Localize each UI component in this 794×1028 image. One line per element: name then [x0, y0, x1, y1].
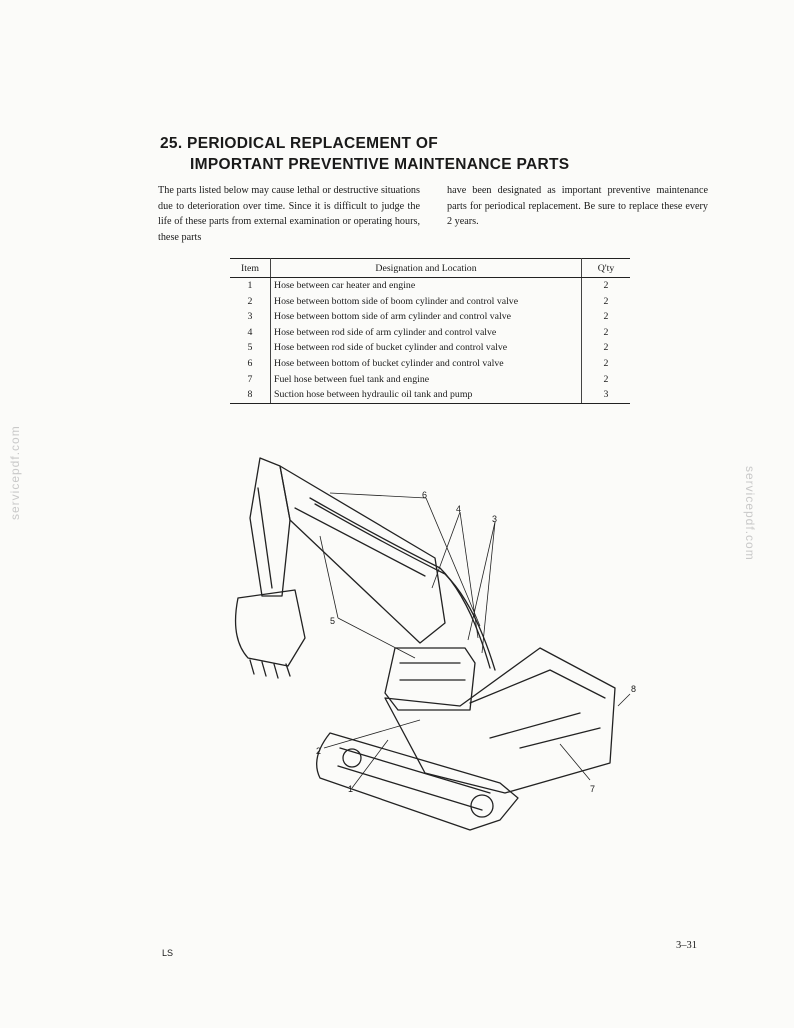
boom-outline: [279, 465, 446, 644]
section-title-line2: IMPORTANT PREVENTIVE MAINTENANCE PARTS: [190, 156, 570, 173]
cab-outline: [384, 647, 476, 711]
cell-designation: Suction hose between hydraulic oil tank …: [270, 387, 582, 404]
track-detail: [337, 747, 491, 811]
cell-designation: Hose between car heater and engine: [270, 277, 582, 294]
upper-structure: [384, 647, 616, 794]
header-designation: Designation and Location: [270, 258, 582, 278]
leader-8: [617, 693, 631, 707]
table-row: 1 Hose between car heater and engine 2: [230, 277, 630, 294]
hose-line-a: [309, 497, 491, 669]
table-row: 2 Hose between bottom side of boom cylin…: [230, 293, 630, 310]
cell-item: 5: [230, 340, 271, 356]
cell-qty: 2: [603, 342, 609, 354]
leader-4a: [431, 511, 461, 589]
leader-3b: [481, 521, 496, 654]
cell-designation: Hose between rod side of bucket cylinder…: [270, 340, 582, 356]
track-outline: [316, 732, 519, 831]
cell-designation: Hose between bottom side of boom cylinde…: [270, 293, 582, 310]
cell-qty: 2: [603, 311, 609, 323]
leader-3a: [467, 521, 496, 641]
cell-designation: Hose between bottom of bucket cylinder a…: [270, 355, 582, 372]
cell-designation: Fuel hose between fuel tank and engine: [270, 371, 582, 388]
leader-7: [559, 743, 591, 781]
leader-5a: [337, 617, 416, 659]
watermark-right: servicepdf.com: [743, 466, 757, 561]
leader-1: [351, 739, 389, 789]
callout-5: 5: [330, 616, 335, 626]
cell-item: 6: [230, 355, 271, 372]
table-row: 5 Hose between rod side of bucket cylind…: [230, 340, 630, 356]
cell-qty: 2: [603, 373, 609, 385]
callout-4: 4: [456, 504, 461, 514]
section-title-line1: 25. PERIODICAL REPLACEMENT OF: [160, 135, 438, 152]
intro-right-column: have been designated as important preven…: [447, 185, 708, 227]
cell-qty: 2: [603, 280, 609, 291]
cell-qty: 2: [603, 295, 609, 307]
table-row: 6 Hose between bottom of bucket cylinder…: [230, 355, 630, 372]
excavator-diagram: 1 2 3 4 5 6 7 8: [234, 457, 636, 831]
page-number: 3–31: [676, 940, 697, 951]
cell-item: 7: [230, 371, 271, 388]
callout-7: 7: [590, 784, 595, 794]
leader-4b: [459, 511, 479, 639]
table-row: 8 Suction hose between hydraulic oil tan…: [230, 387, 630, 404]
cell-designation: Hose between rod side of arm cylinder an…: [270, 324, 582, 341]
table-row: 7 Fuel hose between fuel tank and engine…: [230, 371, 630, 388]
arm-outline: [249, 457, 291, 597]
callout-6: 6: [422, 490, 427, 500]
callout-8: 8: [631, 684, 636, 694]
table-row: 4 Hose between rod side of arm cylinder …: [230, 324, 630, 341]
bucket-outline: [234, 589, 306, 667]
cell-designation: Hose between bottom side of arm cylinder…: [270, 309, 582, 325]
cell-qty: 2: [603, 326, 609, 338]
cell-qty: 2: [603, 357, 609, 369]
leader-5b: [319, 535, 339, 619]
header-qty: Q'ty: [581, 258, 630, 278]
table-row: 3 Hose between bottom side of arm cylind…: [230, 309, 630, 325]
callout-3: 3: [492, 514, 497, 524]
watermark-left: servicepdf.com: [8, 425, 22, 520]
boom-edge: [294, 507, 426, 577]
arm-cylinder: [257, 487, 273, 589]
table-header-row: Item Designation and Location Q'ty: [230, 258, 630, 278]
leader-6a: [329, 492, 427, 499]
sprocket-wheel: [470, 794, 494, 818]
leader-6b: [425, 497, 481, 627]
cab-detail: [399, 662, 466, 681]
callout-1: 1: [348, 784, 353, 794]
intro-left-column: The parts listed below may cause lethal …: [158, 185, 420, 243]
callout-2: 2: [316, 746, 321, 756]
footer-left: LS: [162, 948, 174, 958]
cell-item: 1: [230, 277, 271, 294]
parts-table: Item Designation and Location Q'ty 1 Hos…: [230, 258, 630, 404]
engine-detail: [469, 669, 606, 749]
cell-qty: 3: [581, 387, 630, 404]
bucket-teeth: [249, 659, 291, 679]
header-item: Item: [230, 258, 271, 278]
cell-item: 4: [230, 324, 271, 341]
hose-line-b: [314, 503, 496, 671]
cell-item: 8: [230, 387, 271, 404]
section-title: 25. PERIODICAL REPLACEMENT OF IMPORTANT …: [160, 133, 569, 175]
leader-2: [323, 719, 421, 749]
cell-item: 3: [230, 309, 271, 325]
cell-item: 2: [230, 293, 271, 310]
idler-wheel: [342, 748, 362, 768]
